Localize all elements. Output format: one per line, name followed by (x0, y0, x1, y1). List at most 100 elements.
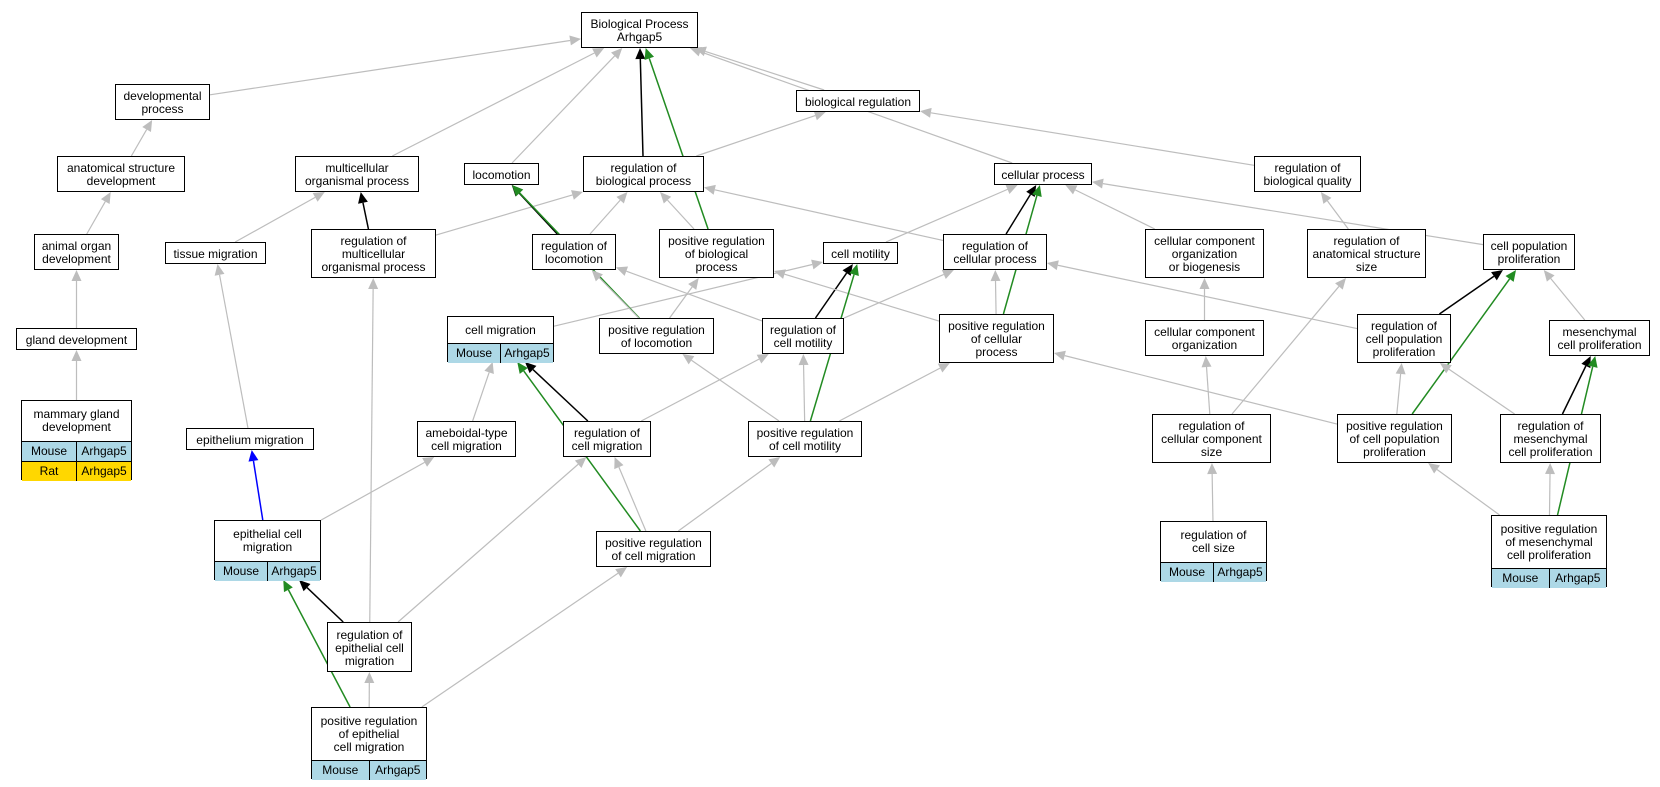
species-cell[interactable]: Mouse (1492, 569, 1549, 588)
edge-arrowhead (1587, 356, 1598, 368)
edge-arrowhead (682, 354, 695, 365)
edge-arrowhead (312, 192, 325, 202)
gene-cell[interactable]: Arhgap5 (76, 442, 131, 461)
gene-cell[interactable]: Arhgap5 (267, 562, 320, 581)
term-label-line: anatomical structure (66, 161, 176, 175)
gene-cell[interactable]: Arhgap5 (1548, 569, 1606, 588)
edge-posregcellmot-to-regcellmot (802, 364, 806, 422)
edge-arrowhead (283, 580, 293, 593)
edge-arrowhead (688, 278, 699, 290)
species-cell[interactable]: Mouse (448, 344, 500, 363)
term-label-line: cell proliferation (1557, 338, 1642, 352)
edge-arrowhead (1207, 463, 1218, 475)
edge-arrowhead (941, 269, 954, 279)
species-cell[interactable]: Mouse (1161, 563, 1213, 582)
go-term-bioreg[interactable]: biological regulation (796, 90, 920, 112)
edge-arrowhead (574, 457, 587, 469)
edge-posregcellmig-to-posregcellmot (677, 462, 772, 532)
term-label-line: cellular process (953, 252, 1037, 266)
edge-arrowhead (1032, 185, 1042, 197)
term-label-line: organismal process (321, 260, 426, 274)
go-term-cellproc[interactable]: cellular process (994, 163, 1092, 185)
go-term-glanddev[interactable]: gland development (16, 328, 137, 350)
edge-posregloco-to-regloco (598, 277, 640, 319)
edge-regcellmot-to-regloco (626, 270, 763, 322)
edge-devproc-to-root (209, 39, 571, 96)
term-label-line: regulation of (1517, 419, 1584, 433)
term-label-line: positive regulation (605, 536, 702, 550)
term-label-line: organization (1171, 338, 1238, 352)
edge-arrowhead (358, 192, 368, 204)
edge-posregcellproc-to-posregbio (784, 273, 940, 322)
species-cell[interactable]: Mouse (312, 761, 369, 780)
term-label-line: multicellular (341, 247, 406, 261)
go-term-epimig[interactable]: epithelium migration (186, 428, 314, 450)
term-label-line: of cellular (970, 332, 1023, 346)
go-term-cellmot[interactable]: cell motility (823, 242, 898, 264)
edge-arrowhead (1201, 356, 1212, 368)
go-term-tissuemig[interactable]: tissue migration (165, 242, 266, 264)
species-cell[interactable]: Mouse (215, 562, 267, 581)
term-label-line: cellular process (1001, 167, 1085, 182)
term-label-line: ameboidal-type (425, 426, 508, 440)
edge-arrowhead (517, 362, 528, 374)
gene-cell[interactable]: Arhgap5 (368, 761, 426, 780)
edge-regloco-to-regbio (589, 199, 621, 235)
term-label-line: cell motility (773, 336, 833, 350)
term-label-line: Biological Process (590, 17, 689, 31)
term-label-line: cell population (1365, 332, 1443, 346)
term-label-line: epithelial cell (335, 640, 404, 655)
gene-cell[interactable]: Arhgap5 (76, 462, 131, 481)
edge-posregcellmot-to-posregcellproc (839, 367, 941, 422)
gene-cell[interactable]: Arhgap5 (1213, 563, 1266, 582)
term-label-line: Arhgap5 (616, 30, 663, 44)
species-cell[interactable]: Rat (22, 462, 76, 481)
edge-tissuemig-to-multicell (234, 196, 316, 243)
gene-cell[interactable]: Arhgap5 (500, 344, 553, 363)
term-label-line: of epithelial (338, 726, 400, 741)
edge-arrowhead (299, 580, 311, 592)
edge-posregcellpop-to-posregcellproc (1064, 355, 1338, 425)
edge-arrowhead (1428, 463, 1440, 474)
species-cell[interactable]: Mouse (22, 442, 76, 461)
edge-arrowhead (422, 457, 435, 467)
go-term-locomotion[interactable]: locomotion (464, 163, 539, 185)
